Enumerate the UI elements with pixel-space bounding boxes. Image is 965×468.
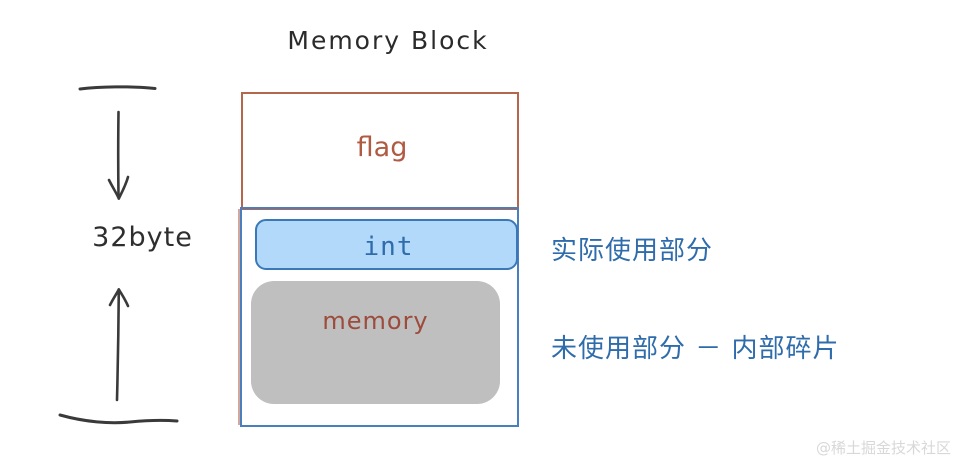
int-label: int: [363, 232, 414, 262]
flag-label: flag: [356, 132, 408, 163]
dimension-label: 32byte: [92, 222, 193, 253]
int-block: int: [255, 219, 518, 270]
dimension-annotation: 32byte: [55, 70, 230, 440]
arrow-up-shaft-icon: [115, 288, 121, 402]
memory-label: memory: [322, 307, 429, 335]
page-title: Memory Block: [287, 26, 489, 55]
annotation-used-portion: 实际使用部分: [551, 236, 714, 266]
box-edge-tint: [238, 209, 240, 425]
watermark: @稀土掘金技术社区: [815, 439, 951, 457]
allocated-region-box: [240, 207, 519, 427]
annotation-unused-portion: 未使用部分 － 内部碎片: [551, 334, 840, 364]
tick-line-icon: [58, 413, 179, 425]
tick-line-icon: [78, 85, 157, 91]
dimension-arrows-icon: [58, 85, 179, 425]
flag-region-box: flag: [241, 92, 519, 210]
memory-block: memory: [251, 281, 500, 404]
